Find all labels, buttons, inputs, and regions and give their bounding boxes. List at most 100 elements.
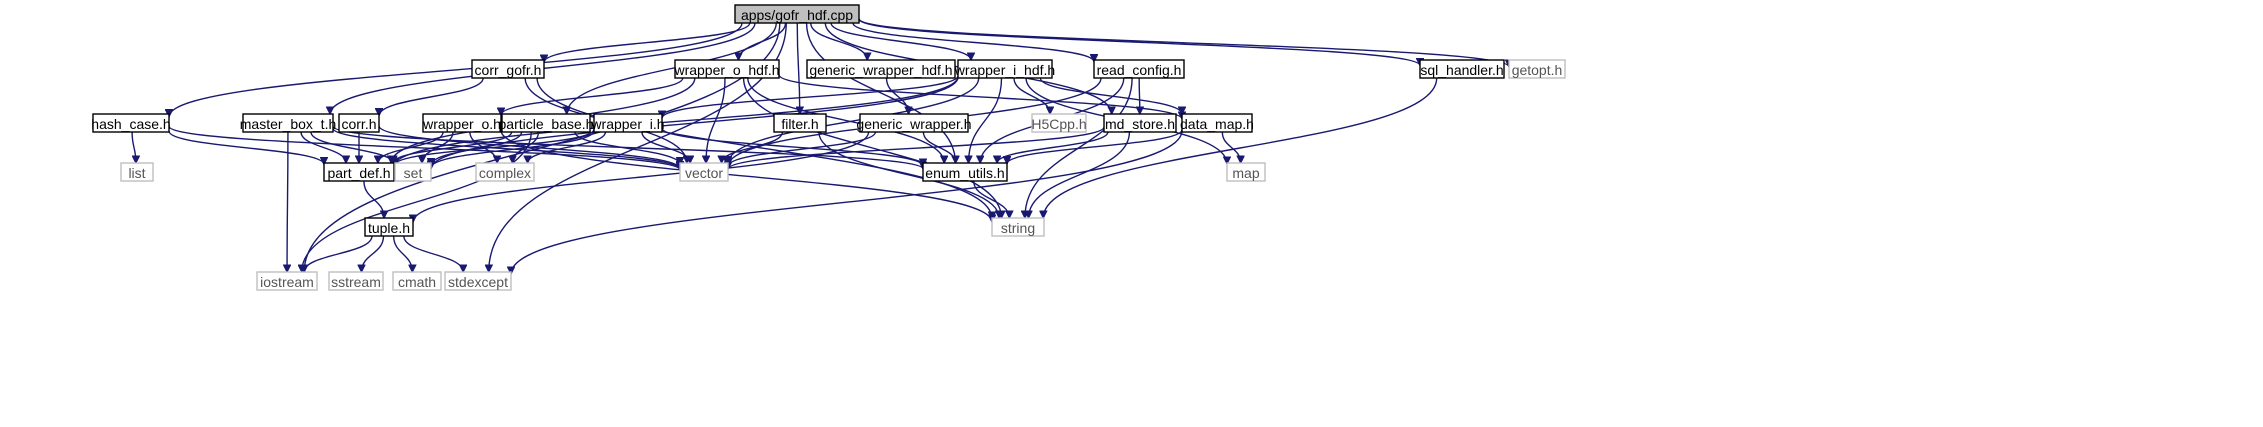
node-box xyxy=(444,271,512,291)
edge-md_store_h-to-enum_utils_h xyxy=(997,131,1109,163)
node-hash-case-h[interactable]: hash_case.h xyxy=(91,113,171,133)
edge-data_map_h-to-stdexcept xyxy=(511,130,1183,273)
node-wrapper-i-h[interactable]: wrapper_i.h xyxy=(590,113,665,133)
edge-tuple_h-to-cmath xyxy=(392,235,413,272)
node-master-box-t-h[interactable]: master_box_t.h xyxy=(240,113,337,133)
node-box xyxy=(328,271,384,291)
edge-data_map_h-to-map xyxy=(1221,131,1240,163)
node-label: wrapper_i.h xyxy=(590,116,664,132)
edge-wrapper_o_hdf_h-to-string xyxy=(742,77,1002,218)
edge-wrapper_i_h-to-enum_utils_h xyxy=(661,127,923,167)
node-iostream: iostream xyxy=(256,271,318,291)
node-box xyxy=(1103,113,1177,133)
node-box xyxy=(957,59,1053,79)
node-md-store-h[interactable]: md_store.h xyxy=(1103,113,1177,133)
node-label: corr_gofr.h xyxy=(475,62,542,78)
edge-tuple_h-to-iostream xyxy=(304,235,373,272)
node-corr-h[interactable]: corr.h xyxy=(338,113,380,133)
node-stdexcept: stdexcept xyxy=(444,271,512,291)
node-string: string xyxy=(991,217,1045,237)
node-data-map-h[interactable]: data_map.h xyxy=(1180,113,1254,133)
node-label: hash_case.h xyxy=(91,116,170,132)
node-label: wrapper_i_hdf.h xyxy=(954,62,1055,78)
edge-corr_gofr_h-to-corr_h xyxy=(379,77,484,116)
node-label: stdexcept xyxy=(448,274,508,290)
edge-generic_wrapper_h-to-vector xyxy=(728,131,877,166)
node-wrapper-o-h[interactable]: wrapper_o.h xyxy=(422,113,502,133)
node-box xyxy=(1181,113,1253,133)
edge-generic_wrapper_h-to-tuple_h xyxy=(413,131,870,222)
node-label: wrapper_o_hdf.h xyxy=(673,62,779,78)
node-box xyxy=(1226,162,1266,182)
file-nodes: apps/gofr_hdf.cpp corr_gofr.h wrapper_o_hd… xyxy=(91,4,1566,291)
edge-wrapper_i_hdf_h-to-data_map_h xyxy=(1039,77,1182,114)
edge-data_map_h-to-enum_utils_h xyxy=(1007,129,1183,164)
node-box xyxy=(501,113,591,133)
node-box xyxy=(92,113,170,133)
node-label: md_store.h xyxy=(1105,116,1175,132)
node-gofr-hdf-cpp[interactable]: apps/gofr_hdf.cpp xyxy=(734,4,860,24)
node-box xyxy=(242,113,334,133)
dependency-edges xyxy=(131,17,1509,274)
edge-filter_h-to-vector xyxy=(722,131,784,163)
edge-wrapper_i_hdf_h-to-H5Cpp_h xyxy=(1013,77,1050,114)
node-sql-handler-h[interactable]: sql_handler.h xyxy=(1419,59,1505,79)
edge-gofr_hdf_cpp-to-read_config_h xyxy=(852,22,1094,62)
node-box xyxy=(364,217,414,237)
edge-gofr_hdf_cpp-to-hash_case_h xyxy=(169,22,743,117)
edge-gofr_hdf_cpp-to-getopt_h xyxy=(858,17,1509,68)
node-label: complex xyxy=(479,165,531,181)
node-box xyxy=(1093,59,1185,79)
node-corr-gofr-h[interactable]: corr_gofr.h xyxy=(471,59,545,79)
node-label: master_box_t.h xyxy=(240,116,337,132)
node-label: particle_base.h xyxy=(499,116,594,132)
node-box xyxy=(859,113,969,133)
node-box xyxy=(991,217,1045,237)
node-generic-wrapper-hdf-h[interactable]: generic_wrapper_hdf.h xyxy=(806,59,956,79)
node-enum-utils-h[interactable]: enum_utils.h xyxy=(922,162,1008,182)
edge-wrapper_o_hdf_h-to-wrapper_o_h xyxy=(501,77,684,115)
node-part-def-h[interactable]: part_def.h xyxy=(323,162,395,182)
node-box xyxy=(806,59,956,79)
node-box xyxy=(256,271,318,291)
node-wrapper-i-hdf-h[interactable]: wrapper_i_hdf.h xyxy=(954,59,1055,79)
node-particle-base-h[interactable]: particle_base.h xyxy=(499,113,594,133)
node-cmath: cmath xyxy=(392,271,442,291)
node-read-config-h[interactable]: read_config.h xyxy=(1093,59,1185,79)
edge-master_box_t_h-to-enum_utils_h xyxy=(332,125,923,170)
node-filter-h[interactable]: filter.h xyxy=(773,113,827,133)
node-generic-wrapper-h[interactable]: generic_wrapper.h xyxy=(856,113,972,133)
edge-wrapper_i_hdf_h-to-enum_utils_h xyxy=(968,77,1003,163)
node-getopt-h: getopt.h xyxy=(1508,59,1566,79)
edge-tuple_h-to-sstream xyxy=(362,235,385,272)
node-box xyxy=(338,113,380,133)
node-box xyxy=(1031,113,1087,133)
edge-md_store_h-to-string xyxy=(1029,131,1131,218)
node-box xyxy=(422,113,502,133)
edge-wrapper_o_h-to-set xyxy=(422,131,454,163)
edge-master_box_t_h-to-iostream xyxy=(287,131,288,272)
node-box xyxy=(1419,59,1505,79)
node-label: generic_wrapper.h xyxy=(856,116,971,132)
node-box xyxy=(120,162,154,182)
node-label: H5Cpp.h xyxy=(1031,116,1086,132)
node-tuple-h[interactable]: tuple.h xyxy=(364,217,414,237)
node-label: apps/gofr_hdf.cpp xyxy=(741,7,853,23)
edge-tuple_h-to-stdexcept xyxy=(403,235,463,272)
edge-hash_case_h-to-vector xyxy=(168,125,680,171)
node-box xyxy=(392,271,442,291)
edge-md_store_h-to-vector xyxy=(728,126,1105,170)
node-label: wrapper_o.h xyxy=(422,116,501,132)
node-box xyxy=(394,162,432,182)
edge-gofr_hdf_cpp-to-generic_wrapper_hdf_h xyxy=(810,22,868,60)
node-wrapper-o-hdf-h[interactable]: wrapper_o_hdf.h xyxy=(673,59,780,79)
node-label: part_def.h xyxy=(327,165,390,181)
edge-wrapper_o_hdf_h-to-enum_utils_h xyxy=(747,77,944,163)
node-label: generic_wrapper_hdf.h xyxy=(809,62,952,78)
node-vector: vector xyxy=(679,162,729,182)
node-box xyxy=(475,162,535,182)
edge-wrapper_o_hdf_h-to-data_map_h xyxy=(778,74,1182,120)
node-label: map xyxy=(1232,165,1259,181)
node-box xyxy=(674,59,780,79)
edge-master_box_t_h-to-vector xyxy=(332,127,680,170)
